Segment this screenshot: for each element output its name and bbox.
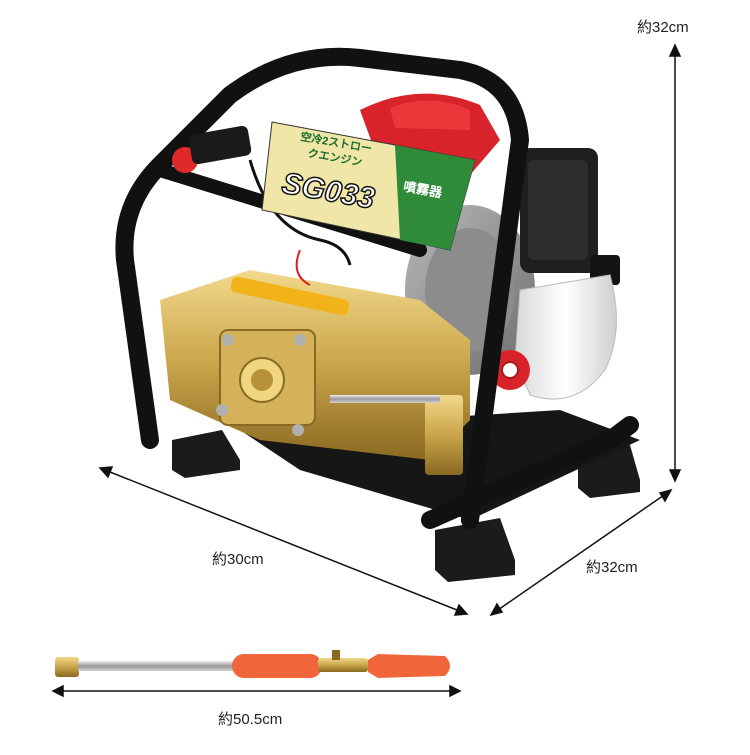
pump-bolt-3 — [292, 424, 304, 436]
pressure-cylinder — [425, 395, 463, 475]
pump-inlet-hole — [251, 369, 273, 391]
depth-arrow-head-left — [489, 602, 504, 617]
lance-length-label: 約50.5cm — [218, 711, 283, 728]
width-arrow-head-left — [98, 466, 114, 479]
height-arrow-head-top — [668, 43, 682, 57]
lance-nozzle — [368, 654, 450, 678]
engine-shroud-highlight — [390, 100, 470, 130]
lance-valve-stem — [332, 650, 340, 660]
roll-frame — [115, 47, 529, 529]
yellow-hose — [230, 276, 350, 316]
plate-tag: 噴霧器 — [402, 179, 444, 201]
pump-bolt-1 — [216, 404, 228, 416]
spray-lance — [55, 650, 450, 678]
red-wire — [295, 249, 311, 286]
lance-arrow-head-left — [51, 684, 64, 698]
depth-arrow — [494, 492, 668, 613]
width-arrow-head-right — [453, 603, 469, 616]
width-label: 約30cm — [212, 551, 264, 568]
plate-green-band — [395, 145, 475, 250]
depth-arrow-head-right — [658, 488, 673, 503]
width-arrow — [104, 469, 463, 613]
throttle-cable — [248, 159, 352, 266]
pump-bolt-2 — [294, 334, 306, 346]
choke-knob-center — [501, 361, 519, 379]
height-label: 約32cm — [637, 19, 689, 36]
height-arrow-head-bottom — [668, 469, 682, 483]
rubber-foot-front-right — [435, 518, 515, 582]
dimension-arrows — [51, 43, 682, 698]
lance-arrow-head-right — [449, 684, 462, 698]
lance-grip — [232, 654, 322, 678]
pump-bolt-4 — [222, 334, 234, 346]
frame-base-bar — [421, 416, 639, 529]
depth-label: 約32cm — [586, 559, 638, 576]
fuel-tank — [514, 274, 617, 400]
air-filter-cover — [528, 160, 588, 260]
rubber-foot-front-left — [172, 430, 240, 478]
lance-valve — [318, 658, 368, 672]
pump-rod — [330, 395, 440, 403]
lance-rod — [78, 661, 238, 671]
throttle-lever — [188, 125, 252, 165]
lance-brass-end — [55, 657, 79, 677]
